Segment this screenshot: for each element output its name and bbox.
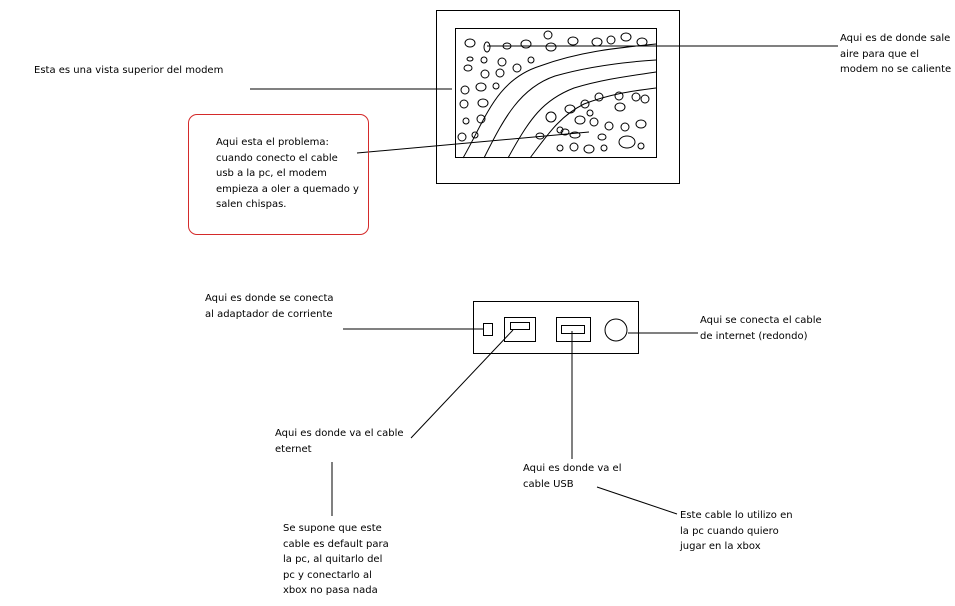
vent-hole [492,82,500,90]
vent-hole [520,39,532,49]
vent-hole [567,36,579,46]
label-usb-port: Aqui es donde va el cable USB [523,463,622,490]
label-usb-note: Este cable lo utilizo en la pc cuando qu… [680,510,793,552]
modem-front-view [473,301,639,354]
vent-hole [636,37,648,47]
vent-hole [545,111,557,123]
vent-hole [614,91,624,101]
problem-callout-box [188,114,369,235]
vent-hole [483,41,491,53]
leader-problem [356,131,590,154]
vent-hole [569,142,579,152]
vent-hole [464,38,476,48]
vent-hole [512,63,522,73]
ethernet-port [504,317,536,342]
vent-hole [580,99,590,109]
air-vent-holes [457,30,650,154]
vent-hole [560,128,570,136]
usb-port-slot [561,325,585,334]
vent-hole [569,131,581,139]
vent-hole [614,102,626,112]
vent-hole [604,121,614,131]
vent-hole [583,144,595,154]
vent-hole [637,142,645,150]
vent-hole [564,104,576,114]
modem-top-outer-frame [436,10,680,184]
vent-hole [480,56,488,64]
vent-hole [594,92,604,102]
internet-port [604,318,628,342]
vent-hole [620,122,630,132]
label-top-view: Esta es una vista superior del modem [34,65,224,76]
vent-hole [497,57,507,67]
modem-top-inner-panel [455,28,657,158]
vent-hole [586,109,594,117]
label-power-port: Aqui es donde se conecta al adaptador de… [205,293,334,320]
vent-hole [591,37,603,47]
vent-hole [480,69,490,79]
vent-hole [466,56,474,62]
vent-hole [462,117,470,125]
vent-hole [459,99,469,109]
label-ethernet-note: Se supone que este cable es default para… [283,523,389,596]
vent-hole [476,114,486,124]
power-port [483,323,493,336]
vent-hole [556,126,564,134]
vent-hole [600,144,608,152]
modem-front-body [473,301,639,354]
leader-usb-note [596,486,678,515]
modem-top-curve-1 [462,43,657,159]
vent-hole [460,85,470,95]
modem-top-view [436,10,680,184]
usb-port [556,317,591,342]
label-problem: Aqui esta el problema: cuando conecto el… [216,137,359,210]
vent-hole [574,115,586,125]
vent-hole [589,117,599,127]
leader-lines [250,45,838,516]
vent-hole [556,144,564,152]
vent-hole [640,94,650,104]
vent-hole [618,135,636,149]
modem-top-curve-4 [529,87,657,159]
vent-hole [457,132,467,142]
vent-hole [463,64,473,72]
vent-hole [606,35,616,45]
vent-hole [543,30,553,40]
ethernet-port-slot [510,322,530,330]
label-internet-port: Aqui se conecta el cable de internet (re… [700,315,822,342]
vent-hole [495,68,505,78]
vent-hole [471,131,479,139]
vent-hole [477,98,489,108]
vent-hole [597,133,607,141]
vent-hole [527,56,535,64]
vent-hole [635,119,647,129]
vent-hole [620,32,632,42]
modem-top-curve-3 [507,71,657,159]
vent-hole [545,42,557,52]
leader-ethernet-port [410,329,514,439]
label-air-vent: Aqui es de donde sale aire para que el m… [840,33,952,75]
modem-top-curve-2 [483,59,657,159]
vent-hole [631,92,641,102]
vent-hole [475,82,487,92]
label-ethernet-port: Aqui es donde va el cable eternet [275,428,404,455]
